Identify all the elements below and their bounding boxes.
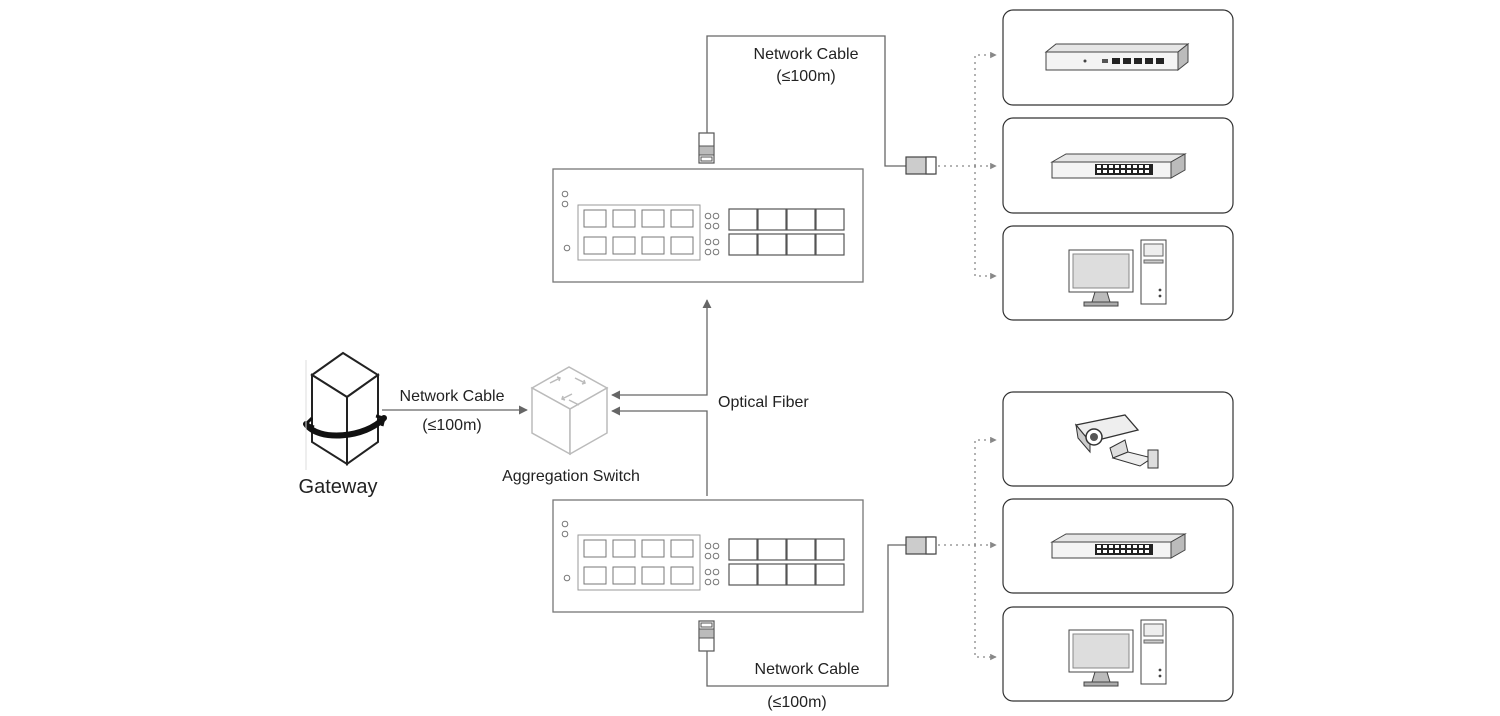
router-icon bbox=[1044, 42, 1190, 72]
device-card-computer-bottom bbox=[1002, 606, 1234, 702]
device-card-switch-bottom bbox=[1002, 498, 1234, 594]
aggregation-switch-cube-icon bbox=[530, 366, 609, 456]
bottom-cable-line bbox=[706, 544, 906, 687]
device-card-switch-top bbox=[1002, 117, 1234, 214]
gateway-cable-label: Network Cable bbox=[399, 388, 505, 405]
optical-fiber-lines bbox=[611, 299, 712, 496]
top-cable-label: Network Cable bbox=[753, 46, 859, 63]
bottom-rj45-connector bbox=[905, 536, 937, 555]
top-rj45-connector bbox=[905, 156, 937, 175]
top-access-switch bbox=[552, 132, 864, 283]
switch-icon bbox=[1050, 533, 1187, 559]
aggregation-switch-label: Aggregation Switch bbox=[502, 468, 640, 485]
bottom-access-switch bbox=[552, 499, 864, 652]
device-card-router bbox=[1002, 9, 1234, 106]
gateway-cable-distance-label: (≤100m) bbox=[422, 417, 482, 434]
top-cable-distance-label: (≤100m) bbox=[776, 68, 836, 85]
desktop-computer-icon bbox=[1068, 239, 1167, 307]
top-cable-line bbox=[706, 35, 906, 167]
bottom-cable-distance-label: (≤100m) bbox=[767, 694, 827, 711]
gateway-server-icon bbox=[303, 351, 387, 470]
bottom-fanout-dotted bbox=[938, 436, 997, 661]
gateway-label: Gateway bbox=[298, 476, 378, 498]
bottom-cable-label: Network Cable bbox=[754, 661, 860, 678]
switch-icon bbox=[1050, 153, 1187, 179]
device-card-computer-top bbox=[1002, 225, 1234, 321]
cctv-camera-icon bbox=[1074, 414, 1159, 469]
top-fanout-dotted bbox=[938, 51, 997, 280]
desktop-computer-icon bbox=[1068, 619, 1167, 687]
device-card-camera bbox=[1002, 391, 1234, 487]
optical-fiber-label: Optical Fiber bbox=[718, 394, 809, 411]
